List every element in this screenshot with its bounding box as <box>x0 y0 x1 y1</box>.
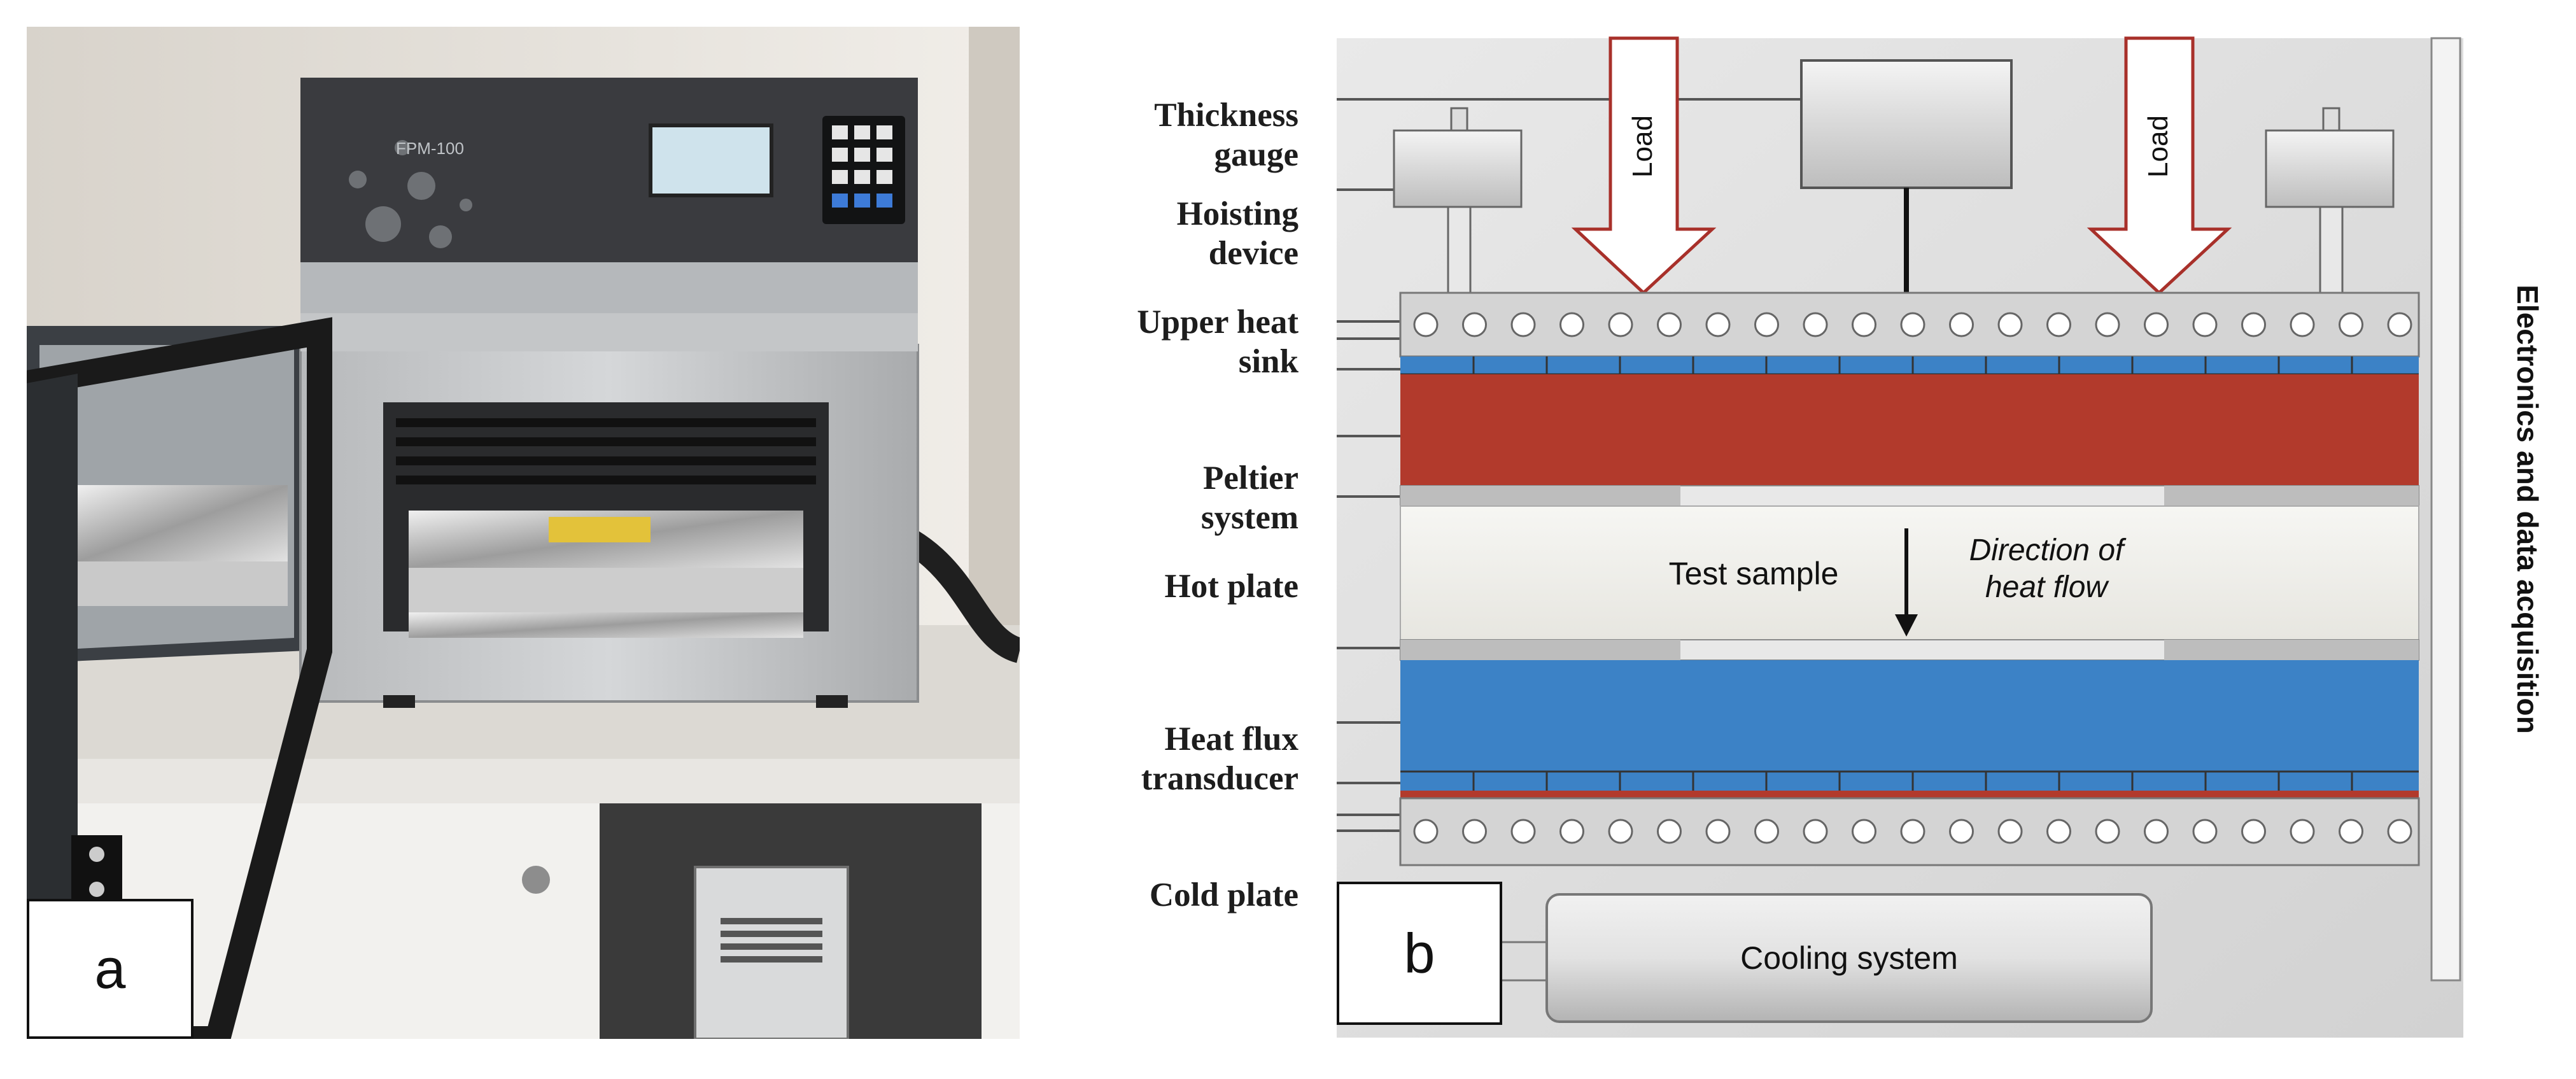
electronics-label: Electronics and data acquisition <box>2511 285 2544 734</box>
panel-b-letter: b <box>1337 882 1502 1025</box>
heat-sink-hole <box>1949 819 1974 844</box>
cold-block <box>1400 660 2419 772</box>
heat-sink-hole <box>1997 312 2023 337</box>
heat-sink-hole <box>2387 819 2412 844</box>
apparatus-photo: FPM-100 <box>27 27 1020 1039</box>
heat-sink-hole <box>2046 819 2071 844</box>
panel-a-photo: FPM-100 a <box>27 27 1020 1039</box>
heat-sink-hole <box>2046 312 2071 337</box>
heat-sink-hole <box>2144 312 2169 337</box>
heat-sink-hole <box>1803 312 1828 337</box>
heat-sink-hole <box>1852 312 1876 337</box>
heat-sink-hole <box>1997 819 2023 844</box>
device-model-text: FPM-100 <box>396 139 464 158</box>
panel-a-letter: a <box>27 899 194 1039</box>
load-left-label: Load <box>1627 115 1658 178</box>
heat-sink-hole <box>1900 312 1925 337</box>
heat-sink-hole <box>2290 312 2315 337</box>
heat-sink-hole <box>1705 819 1731 844</box>
upper-heat-sink-holes <box>1413 312 2412 337</box>
load-arrow-right: Load <box>2087 36 2232 295</box>
heat-sink-hole <box>1900 819 1925 844</box>
heat-sink-hole <box>1852 819 1876 844</box>
heat-sink-hole <box>1510 819 1536 844</box>
hoisting-device <box>1800 59 2013 189</box>
heat-sink-hole <box>1559 312 1584 337</box>
heat-sink-hole <box>1803 819 1828 844</box>
heat-sink-hole <box>2095 819 2120 844</box>
heat-sink-hole <box>1462 312 1487 337</box>
heat-sink-hole <box>1413 819 1439 844</box>
peltier-hot-block <box>1400 374 2419 486</box>
cold-plate-holes <box>1413 819 2412 844</box>
heat-sink-hole <box>1462 819 1487 844</box>
heat-sink-hole <box>1413 312 1439 337</box>
heat-sink-hole <box>1608 819 1633 844</box>
direction-line1: Direction of <box>1969 533 2127 567</box>
cooling-system <box>1545 893 2153 1023</box>
heat-flux-transducer <box>1400 772 2419 791</box>
heat-sink-hole <box>1949 312 1974 337</box>
label-cold-plate: Cold plate <box>1149 877 1299 913</box>
heat-sink-hole <box>1608 312 1633 337</box>
heat-sink-hole <box>2241 819 2266 844</box>
heat-sink-hole <box>1754 312 1779 337</box>
heat-sink-hole <box>1657 819 1682 844</box>
label-hot-plate: Hot plate <box>1164 568 1299 605</box>
test-sample-label: Test sample <box>1669 556 1839 591</box>
heat-sink-hole <box>2339 312 2363 337</box>
heat-sink-hole <box>2192 312 2218 337</box>
heat-sink-hole <box>2095 312 2120 337</box>
heat-sink-hole <box>2290 819 2315 844</box>
load-arrow-left: Load <box>1571 36 1717 295</box>
heat-sink-hole <box>2192 819 2218 844</box>
load-right-label: Load <box>2143 115 2174 178</box>
heat-sink-hole <box>1705 312 1731 337</box>
heat-sink-hole <box>1559 819 1584 844</box>
cooling-system-label: Cooling system <box>1740 940 1958 976</box>
direction-line2: heat flow <box>1985 570 2109 604</box>
panel-b-diagram: Load Load Test sample Direction of heat … <box>1337 25 2559 1038</box>
thickness-gauge-left <box>1393 107 1523 297</box>
heat-sink-hole <box>2387 312 2412 337</box>
heat-sink-hole <box>1657 312 1682 337</box>
heat-sink-hole <box>1510 312 1536 337</box>
thickness-gauge-right <box>2265 107 2395 297</box>
heat-sink-hole <box>2241 312 2266 337</box>
heat-sink-hole <box>1754 819 1779 844</box>
heat-sink-hole <box>2339 819 2363 844</box>
heat-sink-hole <box>2144 819 2169 844</box>
schematic: Load Load Test sample Direction of heat … <box>1337 36 2544 1038</box>
